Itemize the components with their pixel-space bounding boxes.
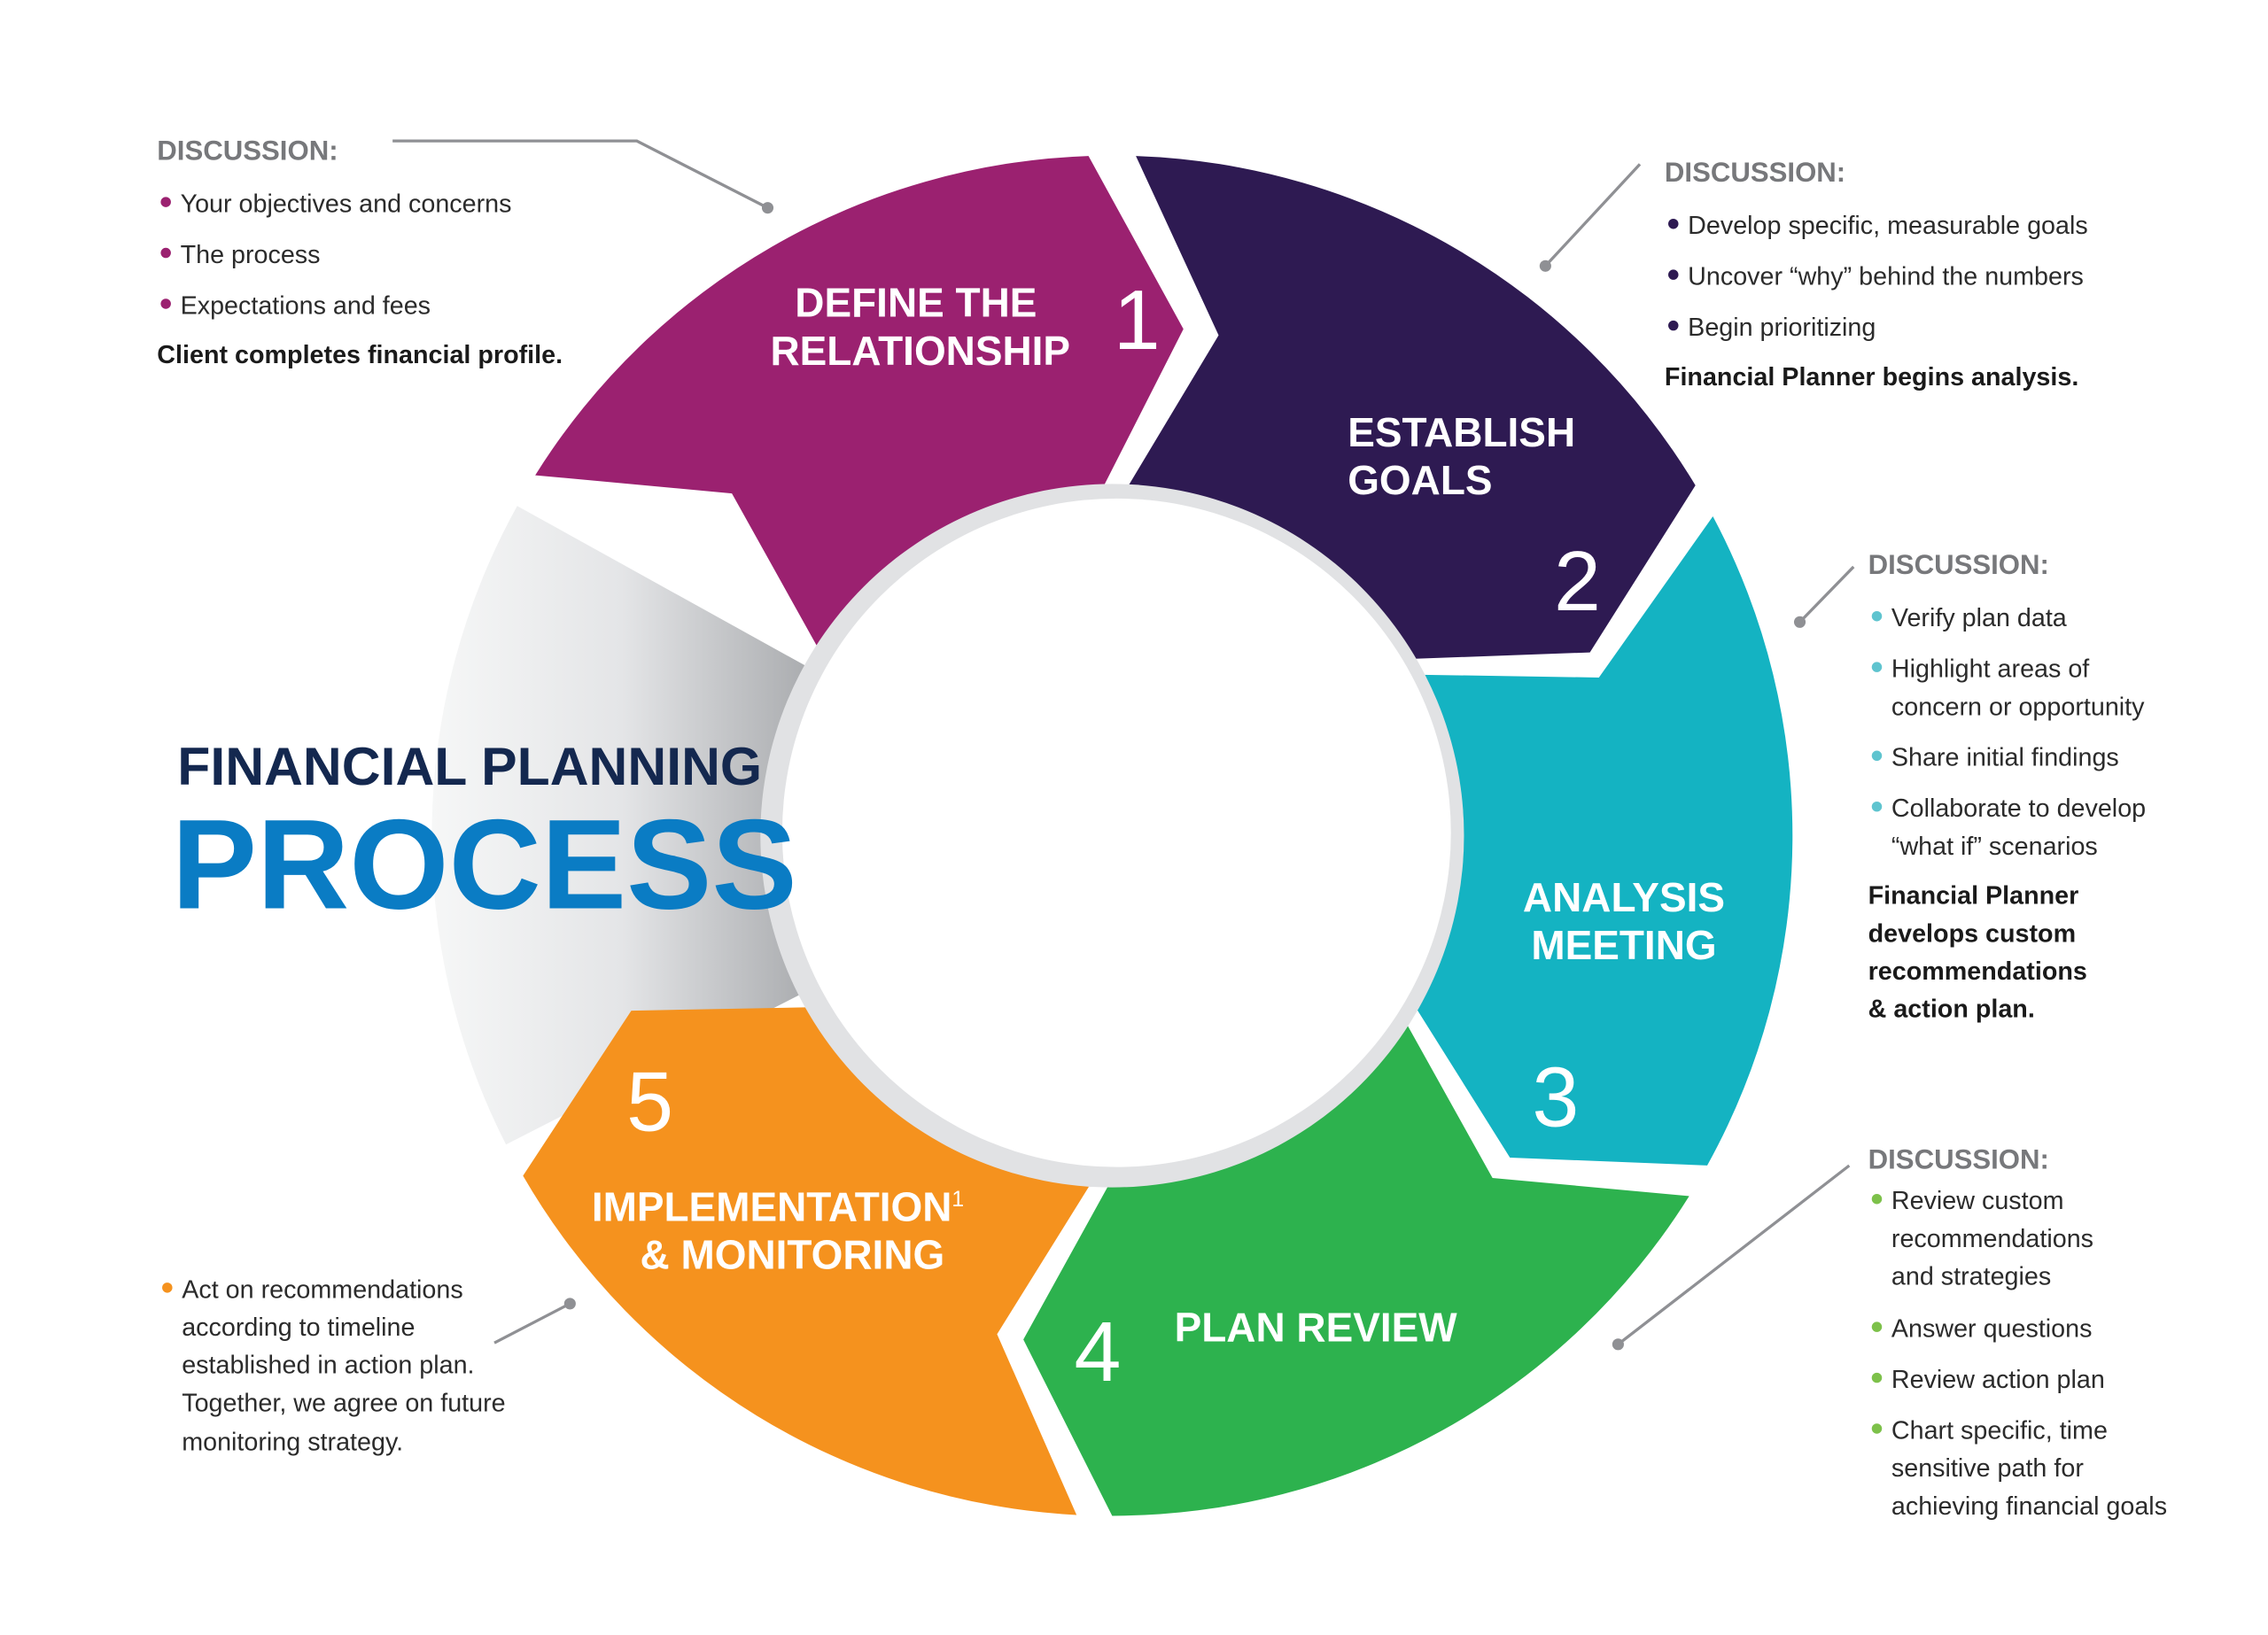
segment-4-arrow — [1023, 1017, 1689, 1516]
segment-3-label: ANALYSIS MEETING 3 — [1523, 874, 1725, 1145]
segment-5-arrow — [523, 1007, 1095, 1515]
segment-2-label: ESTABLISH GOALS 2 — [1348, 409, 1601, 629]
step-5-notes: Act on recommendations according to time… — [162, 1275, 506, 1457]
svg-text:DISCUSSION:: DISCUSSION: — [1868, 549, 2049, 580]
svg-text:achieving financial goals: achieving financial goals — [1891, 1492, 2167, 1521]
svg-text:Develop specific, measurable g: Develop specific, measurable goals — [1688, 212, 2088, 240]
svg-text:RELATIONSHIP: RELATIONSHIP — [770, 328, 1070, 374]
segment-1-label: DEFINE THE RELATIONSHIP 1 — [770, 274, 1160, 374]
svg-text:MEETING: MEETING — [1531, 922, 1716, 968]
svg-text:1: 1 — [1114, 274, 1161, 368]
svg-text:Together, we agree on future: Together, we agree on future — [182, 1389, 505, 1417]
svg-text:Your objectives and concerns: Your objectives and concerns — [181, 190, 512, 219]
svg-text:ESTABLISH: ESTABLISH — [1348, 409, 1575, 455]
svg-text:IMPLEMENTATION1: IMPLEMENTATION1 — [592, 1183, 964, 1229]
svg-text:Answer questions: Answer questions — [1891, 1315, 2093, 1344]
svg-text:Begin prioritizing: Begin prioritizing — [1688, 314, 1876, 342]
leader-lines — [392, 139, 1855, 1351]
segment-5-label: IMPLEMENTATION1 & MONITORING 5 — [592, 1056, 964, 1278]
svg-text:recommendations: recommendations — [1868, 957, 2087, 986]
svg-text:recommendations: recommendations — [1891, 1225, 2093, 1253]
svg-text:Review action plan: Review action plan — [1891, 1366, 2105, 1394]
svg-text:Share initial findings: Share initial findings — [1891, 744, 2119, 772]
svg-text:Financial Planner begins analy: Financial Planner begins analysis. — [1665, 363, 2078, 391]
svg-text:2: 2 — [1554, 535, 1601, 629]
svg-text:& action plan.: & action plan. — [1868, 996, 2035, 1024]
segment-1-arrow — [535, 156, 1184, 655]
inner-circle — [781, 498, 1451, 1167]
segment-4-label: PLAN REVIEW 4 — [1075, 1305, 1458, 1399]
svg-text:PLAN REVIEW: PLAN REVIEW — [1175, 1305, 1458, 1351]
svg-text:according to timeline: according to timeline — [182, 1313, 415, 1342]
process-ring — [431, 156, 1793, 1516]
title-line-1: FINANCIAL PLANNING — [177, 736, 762, 796]
svg-text:Verify plan data: Verify plan data — [1891, 604, 2067, 632]
svg-text:The process: The process — [181, 241, 321, 269]
svg-text:develops custom: develops custom — [1868, 919, 2076, 948]
svg-text:ANALYSIS: ANALYSIS — [1523, 874, 1725, 920]
svg-text:DISCUSSION:: DISCUSSION: — [157, 135, 338, 166]
svg-text:GOALS: GOALS — [1348, 457, 1492, 503]
svg-text:established in action plan.: established in action plan. — [182, 1352, 474, 1380]
svg-text:Financial Planner: Financial Planner — [1868, 882, 2079, 910]
svg-text:Expectations and fees: Expectations and fees — [181, 291, 431, 320]
svg-text:& MONITORING: & MONITORING — [641, 1231, 945, 1277]
svg-text:“what if” scenarios: “what if” scenarios — [1891, 833, 2098, 861]
svg-text:and strategies: and strategies — [1891, 1263, 2051, 1291]
svg-text:monitoring strategy.: monitoring strategy. — [182, 1429, 403, 1457]
svg-text:3: 3 — [1532, 1051, 1579, 1145]
step-2-notes: DISCUSSION: Develop specific, measurable… — [1665, 157, 2088, 391]
svg-text:4: 4 — [1075, 1306, 1122, 1399]
svg-text:Uncover “why” behind the numbe: Uncover “why” behind the numbers — [1688, 263, 2084, 291]
svg-text:Act on recommendations: Act on recommendations — [182, 1275, 463, 1304]
svg-text:Chart specific, time: Chart specific, time — [1891, 1416, 2108, 1445]
svg-text:DEFINE THE: DEFINE THE — [795, 280, 1037, 326]
svg-text:sensitive path for: sensitive path for — [1891, 1454, 2084, 1483]
svg-text:Highlight areas of: Highlight areas of — [1891, 655, 2090, 684]
title-line-2: PROCESS — [172, 793, 797, 936]
svg-text:concern or opportunity: concern or opportunity — [1891, 693, 2145, 721]
svg-text:DISCUSSION:: DISCUSSION: — [1868, 1143, 2049, 1174]
step-3-notes: DISCUSSION: Verify plan data Highlight a… — [1868, 549, 2146, 1023]
svg-text:Collaborate to develop: Collaborate to develop — [1891, 794, 2146, 823]
segment-2-arrow — [1123, 156, 1696, 660]
connector-segment — [431, 506, 812, 1145]
step-4-notes: DISCUSSION: Review custom recommendation… — [1868, 1143, 2167, 1521]
svg-text:Client completes financial pro: Client completes financial profile. — [157, 341, 563, 369]
svg-text:Review custom: Review custom — [1891, 1187, 2064, 1215]
step-1-notes: DISCUSSION: Your objectives and concerns… — [157, 135, 563, 369]
segment-3-arrow — [1412, 516, 1793, 1166]
svg-text:DISCUSSION:: DISCUSSION: — [1665, 157, 1845, 188]
svg-text:5: 5 — [626, 1056, 673, 1150]
